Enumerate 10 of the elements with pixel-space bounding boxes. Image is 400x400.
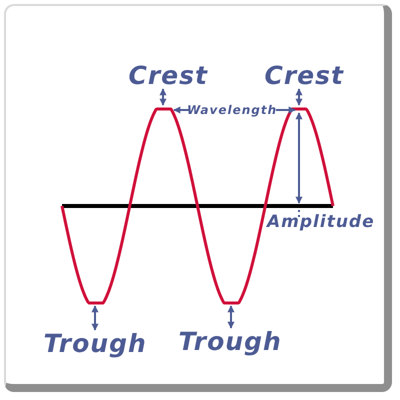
dimension-label: Wavelength: [187, 104, 278, 116]
dimension-label: Amplitude: [267, 214, 375, 231]
trough-label: Trough: [178, 329, 282, 354]
leader-line: [160, 88, 166, 106]
leader-line: [92, 305, 98, 331]
crest-label: Crest: [264, 63, 344, 88]
leader-line: [228, 305, 234, 329]
crest-label: Crest: [128, 63, 208, 88]
leader-line: [296, 88, 302, 106]
trough-label: Trough: [44, 331, 147, 356]
